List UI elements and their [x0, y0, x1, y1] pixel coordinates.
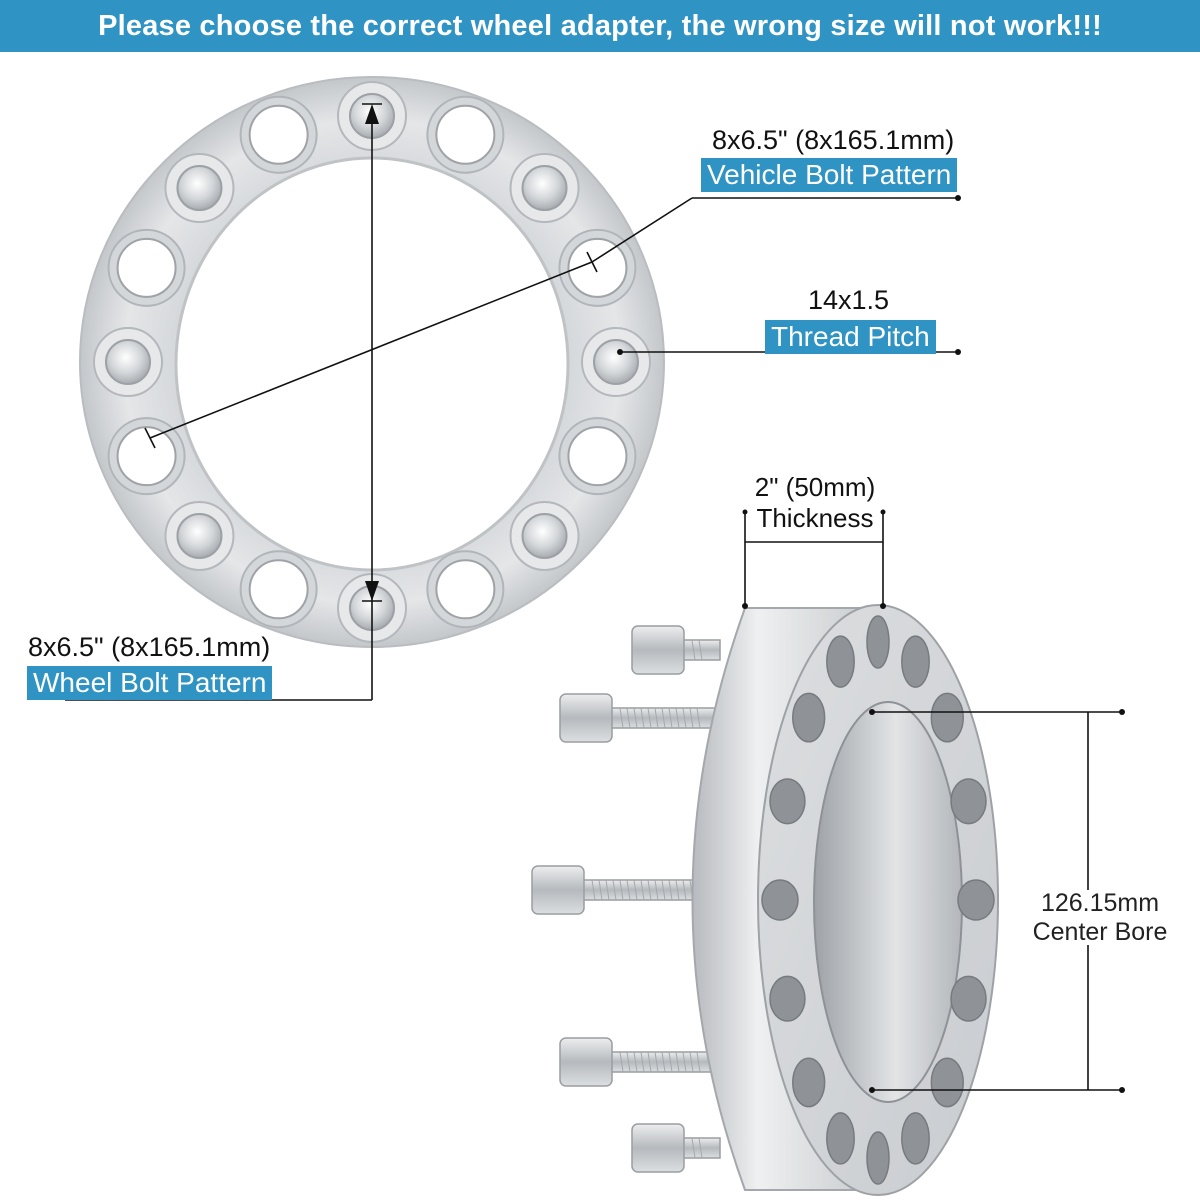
studs: [531, 625, 721, 1173]
thread-line: [675, 879, 680, 901]
thread-line: [689, 1051, 694, 1073]
thread-line: [682, 879, 687, 901]
face-bolt-hole: [930, 692, 964, 743]
ring-dimension-arrows: [365, 104, 961, 601]
bolt-hole: [435, 104, 496, 165]
side-dimension-dots: [742, 509, 1125, 1093]
stud-hole: [176, 165, 223, 212]
face-bolt-hole: [866, 615, 890, 669]
thread-line: [647, 1051, 652, 1073]
lug-nut: [559, 1037, 613, 1087]
vehicle-bolt-pattern-spec: 8x6.5" (8x165.1mm): [712, 125, 955, 155]
vehicle-bolt-pattern-tag: Vehicle Bolt Pattern: [701, 158, 958, 192]
thread-line: [691, 1137, 696, 1159]
face-bolt-hole: [901, 1112, 930, 1165]
thread-line: [640, 879, 645, 901]
warning-banner: Please choose the correct wheel adapter,…: [0, 0, 1200, 52]
thread-line: [640, 707, 645, 729]
thread-line: [591, 879, 596, 901]
thread-line: [633, 879, 638, 901]
thread-line: [654, 707, 659, 729]
thread-line: [691, 639, 696, 661]
stud-hole: [105, 339, 151, 385]
thread-line: [668, 1051, 673, 1073]
thread-line: [661, 1051, 666, 1073]
ring-dimension-ticks: [144, 103, 598, 602]
center-bore-label: Center Bore: [1032, 918, 1168, 946]
side-adapter-bolt-holes: [761, 615, 995, 1185]
thread-line: [633, 1051, 638, 1073]
thread-line: [675, 707, 680, 729]
thread-line: [668, 879, 673, 901]
bolt-hole: [248, 104, 309, 165]
bolt-hole: [567, 426, 628, 487]
thread-line: [661, 879, 666, 901]
thread-line: [619, 1051, 624, 1073]
thread-line: [689, 707, 694, 729]
thread-line: [626, 707, 631, 729]
face-bolt-hole: [761, 879, 799, 921]
face-bolt-hole: [901, 635, 930, 688]
bolt-hole: [567, 237, 628, 298]
thread-line: [696, 707, 701, 729]
thread-line: [696, 1051, 701, 1073]
stud-thread: [599, 707, 721, 729]
thread-line: [612, 879, 617, 901]
side-dimension-lines: [744, 510, 1122, 1091]
face-bolt-hole: [769, 778, 806, 825]
thread-line: [647, 707, 652, 729]
wheel-bolt-pattern-spec: 8x6.5" (8x165.1mm): [28, 632, 271, 662]
thread-line: [626, 879, 631, 901]
bolt-hole: [116, 426, 177, 487]
side-adapter-body: [691, 604, 999, 1196]
thickness-spec: 2" (50mm): [754, 472, 876, 502]
face-bolt-hole: [950, 778, 987, 825]
face-bolt-hole: [866, 1131, 890, 1185]
face-bolt-hole: [792, 1057, 826, 1108]
stud-hole: [593, 339, 639, 385]
thread-line: [619, 879, 624, 901]
lug-nut: [559, 693, 613, 743]
stud-hole: [521, 512, 568, 559]
face-bolt-hole: [792, 692, 826, 743]
thread-line: [682, 707, 687, 729]
face-bolt-hole: [826, 635, 855, 688]
thread-pitch-tag: Thread Pitch: [765, 320, 936, 354]
bolt-hole: [435, 559, 496, 620]
face-bolt-hole: [950, 975, 987, 1022]
thread-line: [654, 879, 659, 901]
lug-nut: [631, 625, 685, 675]
thread-line: [698, 639, 703, 661]
face-bolt-hole: [930, 1057, 964, 1108]
face-bolt-hole: [957, 879, 995, 921]
bolt-hole: [116, 237, 177, 298]
thread-line: [647, 879, 652, 901]
bolt-hole: [248, 559, 309, 620]
thread-line: [698, 1137, 703, 1159]
thread-line: [640, 1051, 645, 1073]
stud-hole: [176, 512, 223, 559]
thread-line: [682, 1051, 687, 1073]
thread-line: [633, 707, 638, 729]
thread-pitch-spec: 14x1.5: [808, 285, 890, 315]
lug-nut: [631, 1123, 685, 1173]
stud-hole: [521, 165, 568, 212]
thread-line: [668, 707, 673, 729]
face-bolt-hole: [826, 1112, 855, 1165]
stud-thread: [599, 1051, 721, 1073]
thread-line: [675, 1051, 680, 1073]
warning-banner-text: Please choose the correct wheel adapter,…: [98, 9, 1102, 42]
thickness-label: Thickness: [756, 503, 874, 533]
thread-line: [626, 1051, 631, 1073]
face-bolt-hole: [769, 975, 806, 1022]
thread-line: [619, 707, 624, 729]
thread-line: [661, 707, 666, 729]
center-bore-spec: 126.15mm: [1040, 889, 1160, 917]
thread-line: [605, 879, 610, 901]
thread-line: [598, 879, 603, 901]
lug-nut: [531, 865, 585, 915]
wheel-bolt-pattern-tag: Wheel Bolt Pattern: [27, 666, 273, 700]
thread-line: [654, 1051, 659, 1073]
